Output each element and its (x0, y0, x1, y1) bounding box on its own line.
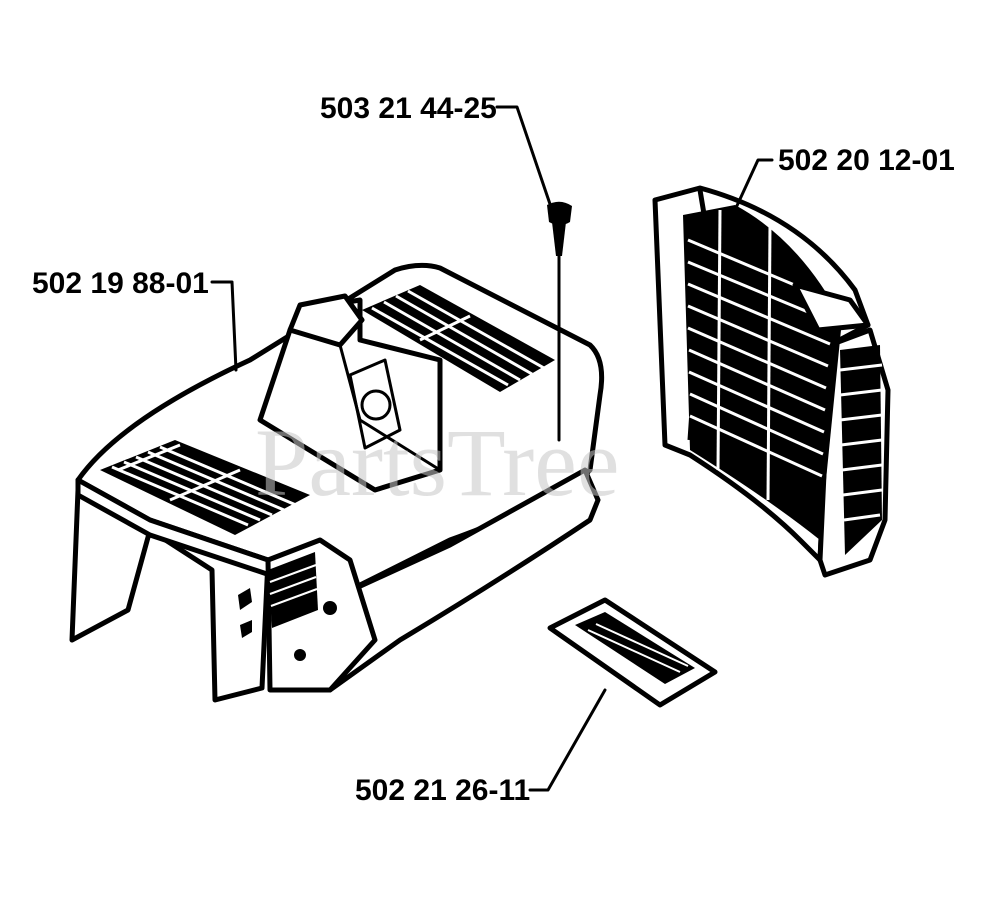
cylinder-cover-drawing (69, 262, 605, 703)
watermark-text: PartsTree (255, 409, 619, 516)
part-label-filter-cover[interactable]: 502 20 12-01 (778, 144, 955, 177)
right-vent-grille (362, 285, 555, 392)
filter-cover-drawing (652, 185, 891, 578)
decal-drawing (547, 597, 718, 708)
leader-lines (210, 105, 774, 792)
part-label-cylinder-cover[interactable]: 502 19 88-01 (32, 267, 209, 300)
screw-drawing (547, 201, 572, 442)
filter-grille (683, 205, 883, 555)
left-vent-grille (100, 440, 310, 535)
part-label-decal[interactable]: 502 21 26-11 (355, 774, 530, 807)
part-label-screw[interactable]: 503 21 44-25 (320, 92, 497, 125)
side-vent-slots (238, 552, 337, 661)
